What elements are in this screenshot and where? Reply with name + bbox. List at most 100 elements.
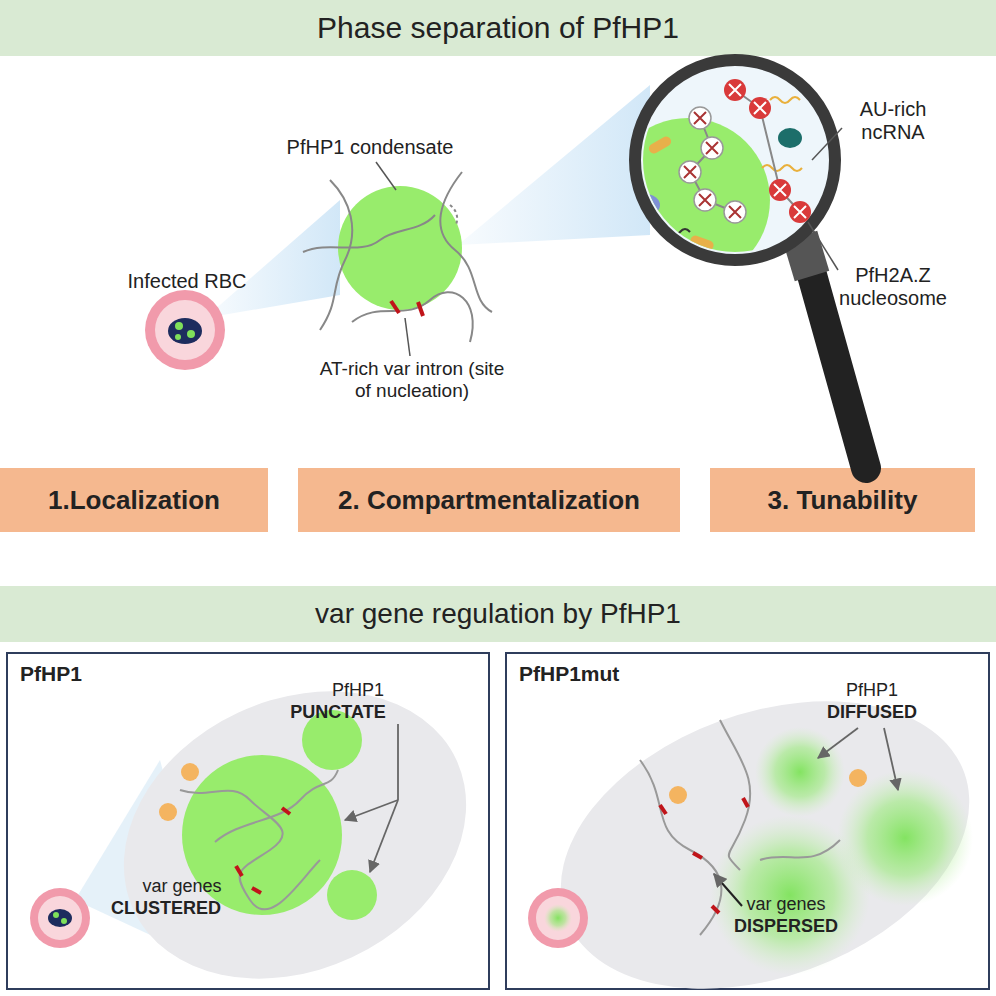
annotation-label: AU-rich ncRNA: [838, 98, 948, 144]
var-gene: [660, 805, 666, 814]
chromatin-strand: [320, 180, 352, 330]
var-gene: [282, 808, 290, 814]
box-text: 3. Tunability: [768, 485, 918, 516]
pointer-arrow: [370, 800, 398, 872]
protein-pill: [647, 135, 673, 156]
zoom-cone: [205, 200, 340, 318]
nucleosome: [694, 189, 716, 211]
parasite-nucleus: [168, 318, 202, 344]
pointer-arrow: [818, 728, 858, 758]
protein-pill: [689, 234, 715, 252]
diffuse-hp1: [544, 904, 572, 932]
magnifier-collar: [800, 236, 812, 276]
hp1-focus: [187, 330, 195, 338]
red-blood-cell-inner: [536, 896, 580, 940]
h2az-nucleosome: [789, 201, 811, 223]
theme-box: 2. Compartmentalization: [298, 468, 680, 532]
rna-strand: [660, 229, 690, 235]
red-blood-cell: [30, 888, 90, 948]
hp1-punctum: [302, 710, 362, 770]
state-label: PUNCTATE: [268, 702, 408, 723]
h2az-nucleosome: [769, 179, 791, 201]
chromatin-strand: [352, 292, 473, 342]
hp1-focus: [175, 334, 181, 340]
state-label: DISPERSED: [711, 916, 861, 937]
chromatin-strand: [303, 215, 435, 252]
ncrna-strand: [770, 97, 800, 103]
nuclear-body: [849, 769, 867, 787]
h2az-nucleosome: [724, 79, 746, 101]
lens-content: [606, 118, 770, 282]
annotation-label: AT-rich var intron (site of nucleation): [312, 358, 512, 402]
nucleosome: [724, 201, 746, 223]
nucleosome: [689, 107, 711, 129]
parasite-nucleus: [48, 909, 72, 927]
nuclear-body: [159, 803, 177, 821]
nucleosome: [679, 161, 701, 183]
condensate: [338, 186, 462, 310]
nucleus: [77, 637, 514, 996]
state-label: CLUSTERED: [91, 898, 241, 919]
annotation-label: var genes: [716, 894, 856, 915]
nucleosome-linker: [690, 118, 735, 212]
var-gene: [743, 798, 748, 807]
section-header-band: Phase separation of PfHP1: [0, 0, 996, 56]
pointer-line: [397, 724, 399, 800]
box-text: 1.Localization: [48, 485, 220, 516]
section-header-band: var gene regulation by PfHP1: [0, 586, 996, 642]
red-blood-cell-inner: [38, 896, 82, 940]
var-gene: [252, 888, 261, 893]
nuclear-body: [669, 786, 687, 804]
red-blood-cell: [528, 888, 588, 948]
theme-box: 1.Localization: [0, 468, 268, 532]
box-text: 2. Compartmentalization: [338, 485, 640, 516]
chromatin-strand: [720, 720, 750, 870]
protein-blob: [630, 194, 660, 216]
magnifier-handle: [805, 250, 866, 468]
var-gene: [236, 866, 242, 876]
theme-box: 3. Tunability: [710, 468, 975, 532]
leader-line: [405, 318, 410, 356]
diffuse-hp1: [837, 770, 973, 906]
var-intron: [418, 302, 423, 316]
leader-line: [808, 222, 838, 270]
hp1-focus: [61, 918, 67, 924]
var-gene: [693, 853, 702, 858]
zoom-cone: [458, 85, 650, 245]
zoom-cone: [75, 760, 215, 965]
annotation-label: PfH2A.Z nucleosome: [828, 264, 958, 310]
panel-title: PfHP1: [20, 662, 476, 686]
chromatin-strand: [760, 840, 840, 860]
pointer-arrow: [884, 728, 898, 790]
condensate-phase: [606, 118, 770, 282]
var-gene: [712, 906, 719, 913]
red-blood-cell: [145, 290, 225, 370]
diffuse-hp1: [710, 815, 870, 975]
chromatin-strand: [440, 172, 492, 312]
annotation-label: PfHP1 condensate: [260, 136, 480, 159]
diffuse-hp1: [755, 727, 845, 817]
protein-blob: [778, 128, 802, 148]
magnifier-lens: [635, 60, 835, 260]
comparison-panel: PfHP1mut: [505, 652, 990, 990]
hp1-focus: [53, 912, 59, 918]
comparison-panel: PfHP1: [6, 652, 490, 990]
panel-title: PfHP1mut: [519, 662, 976, 686]
box-text: Phase separation of PfHP1: [317, 11, 679, 45]
annotation-label: PfHP1: [812, 680, 932, 701]
zoom-cone: [575, 770, 705, 965]
annotation-label: PfHP1: [298, 680, 418, 701]
annotation-label: var genes: [112, 876, 252, 897]
chromatin-strand: [640, 760, 721, 935]
chromatin-strand: [180, 790, 320, 909]
nucleosome: [701, 137, 723, 159]
hp1-focus: [175, 322, 183, 330]
chromatin-strand: [450, 205, 457, 225]
box-text: var gene regulation by PfHP1: [315, 598, 681, 630]
chromatin-strand: [215, 770, 338, 842]
pointer-arrow: [714, 874, 742, 906]
state-label: DIFFUSED: [802, 702, 942, 723]
hp1-punctum: [182, 755, 342, 915]
